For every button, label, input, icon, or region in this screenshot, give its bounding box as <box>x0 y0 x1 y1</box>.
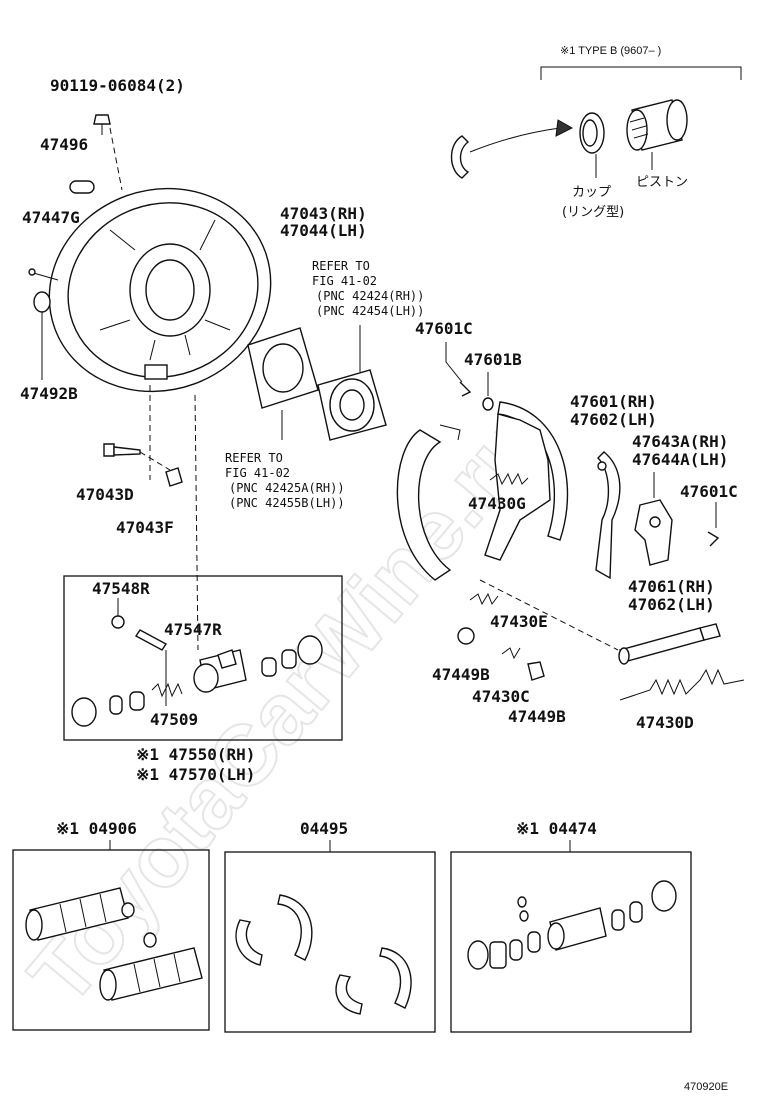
kit-04474-parts <box>467 880 677 970</box>
kit-label-04474: ※1 04474 <box>516 819 597 838</box>
backing-plate <box>48 187 272 393</box>
retainer-47449B-left <box>457 627 475 645</box>
spring-47430G <box>489 472 529 486</box>
wheel-cylinder-47550 <box>71 615 323 727</box>
label-47570: ※1 47570(LH) <box>136 765 255 784</box>
kit-04495-parts <box>235 894 412 1015</box>
brake-shoe-rear <box>484 401 569 561</box>
label-47062: 47062(LH) <box>628 595 715 614</box>
lever-plate <box>634 499 673 566</box>
spring-47430D <box>619 668 745 701</box>
label-47044: 47044(LH) <box>280 221 367 240</box>
label-47496: 47496 <box>40 135 88 154</box>
type-b-bracket <box>540 66 742 80</box>
retainer-47449B-right <box>527 661 545 681</box>
brake-shoe-front <box>396 424 461 581</box>
label-47601: 47601(RH) <box>570 392 657 411</box>
nut-47043F <box>165 467 183 487</box>
label-47492B: 47492B <box>20 384 78 403</box>
lever-47643A <box>595 451 621 580</box>
bolt-90119 <box>93 114 111 135</box>
label-47430G: 47430G <box>468 494 526 513</box>
spring-47430E <box>469 592 499 606</box>
label-47509: 47509 <box>150 710 198 729</box>
kit-box-04495 <box>224 851 436 1033</box>
kit-label-04906: ※1 04906 <box>56 819 137 838</box>
kit-box-04906 <box>12 849 210 1031</box>
label-90119: 90119-06084(2) <box>50 76 185 95</box>
type-b-clip-part <box>450 119 574 179</box>
refer-bottom-line2: FIG 41-02 <box>225 466 290 480</box>
ring-type-label: (リング型) <box>562 205 624 220</box>
label-47430C: 47430C <box>472 687 530 706</box>
label-47601C-right: 47601C <box>680 482 738 501</box>
refer-top-line4: (PNC 42454(LH)) <box>316 304 424 318</box>
type-b-note: ※1 TYPE B (9607– ) <box>560 45 661 57</box>
washer-47601B <box>482 397 494 411</box>
pin-47447G <box>28 268 59 281</box>
label-47602: 47602(LH) <box>570 410 657 429</box>
kit-box-04474 <box>450 851 692 1033</box>
label-47601C-top: 47601C <box>415 319 473 338</box>
plug-47496 <box>69 180 95 194</box>
label-47601B: 47601B <box>464 350 522 369</box>
kit-04906-parts <box>25 887 203 1001</box>
wheel-cylinder-box <box>63 575 343 741</box>
bolt-47043D <box>103 443 141 457</box>
clip-47601C-top <box>459 381 472 397</box>
refer-bottom-line4: (PNC 42455B(LH)) <box>229 496 345 510</box>
cup-label: カップ <box>572 185 611 200</box>
label-47043: 47043(RH) <box>280 204 367 223</box>
label-47449B-right: 47449B <box>508 707 566 726</box>
hub-bearing <box>317 369 387 441</box>
cup-part <box>579 112 605 154</box>
label-47547R: 47547R <box>164 620 222 639</box>
label-47043F: 47043F <box>116 518 174 537</box>
washer-47492B <box>33 291 51 313</box>
refer-top-line2: FIG 41-02 <box>312 274 377 288</box>
piston-label: ピストン <box>636 175 688 190</box>
label-47430E: 47430E <box>490 612 548 631</box>
gasket-plate <box>247 327 319 409</box>
label-47550: ※1 47550(RH) <box>136 745 255 764</box>
refer-top-line1: REFER TO <box>312 259 370 273</box>
label-47548R: 47548R <box>92 579 150 598</box>
kit-label-04495: 04495 <box>300 819 348 838</box>
refer-bottom-line1: REFER TO <box>225 451 283 465</box>
clip-47601C-right <box>707 531 720 547</box>
label-47643A: 47643A(RH) <box>632 432 728 451</box>
label-47447G: 47447G <box>22 208 80 227</box>
refer-top-line3: (PNC 42424(RH)) <box>316 289 424 303</box>
adjuster-47061 <box>618 623 721 665</box>
label-47061: 47061(RH) <box>628 577 715 596</box>
label-47449B-left: 47449B <box>432 665 490 684</box>
label-47430D: 47430D <box>636 713 694 732</box>
label-47644A: 47644A(LH) <box>632 450 728 469</box>
figure-code: 470920E <box>684 1081 728 1093</box>
piston-part <box>626 99 688 151</box>
refer-bottom-line3: (PNC 42425A(RH)) <box>229 481 345 495</box>
spring-47430C <box>501 647 521 660</box>
label-47043D: 47043D <box>76 485 134 504</box>
